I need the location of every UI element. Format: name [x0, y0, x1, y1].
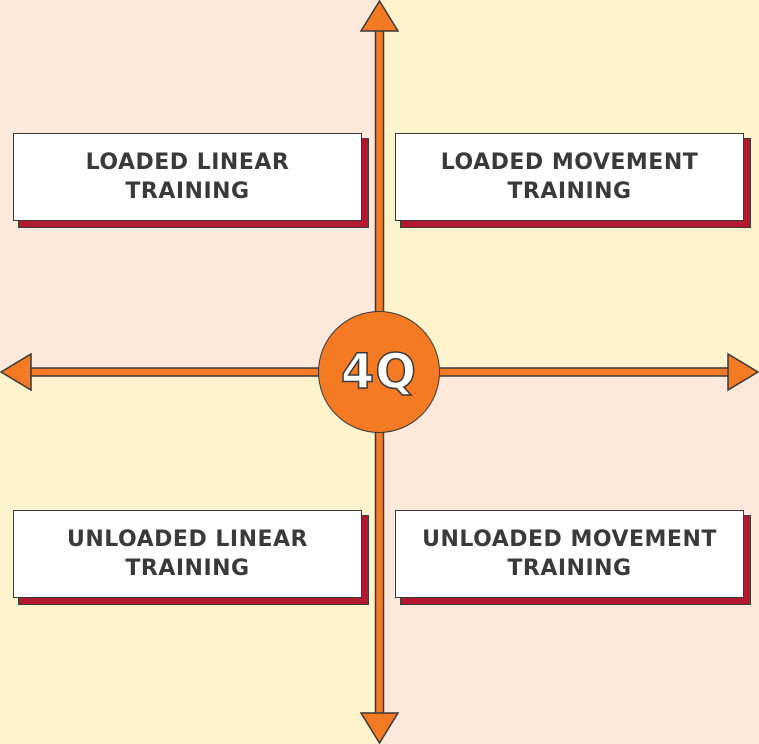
arrow-right-icon: [727, 352, 759, 392]
quadrant-card-loaded-movement: LOADED MOVEMENT TRAINING: [395, 133, 744, 221]
arrow-up-icon: [359, 0, 400, 32]
quadrant-card-unloaded-movement: UNLOADED MOVEMENT TRAINING: [395, 510, 744, 598]
center-label: 4Q: [340, 343, 418, 401]
quadrant-label-unloaded-linear: UNLOADED LINEAR TRAINING: [67, 527, 308, 581]
quadrant-label-loaded-movement: LOADED MOVEMENT TRAINING: [440, 150, 699, 204]
arrow-left-icon: [0, 352, 32, 392]
quadrant-card-unloaded-linear: UNLOADED LINEAR TRAINING: [13, 510, 362, 598]
quadrant-label-loaded-linear: LOADED LINEAR TRAINING: [85, 150, 290, 204]
arrow-down-icon: [359, 712, 400, 744]
center-badge: 4Q: [318, 311, 440, 433]
quadrant-label-unloaded-movement: UNLOADED MOVEMENT TRAINING: [422, 527, 717, 581]
quadrant-card-loaded-linear: LOADED LINEAR TRAINING: [13, 133, 362, 221]
